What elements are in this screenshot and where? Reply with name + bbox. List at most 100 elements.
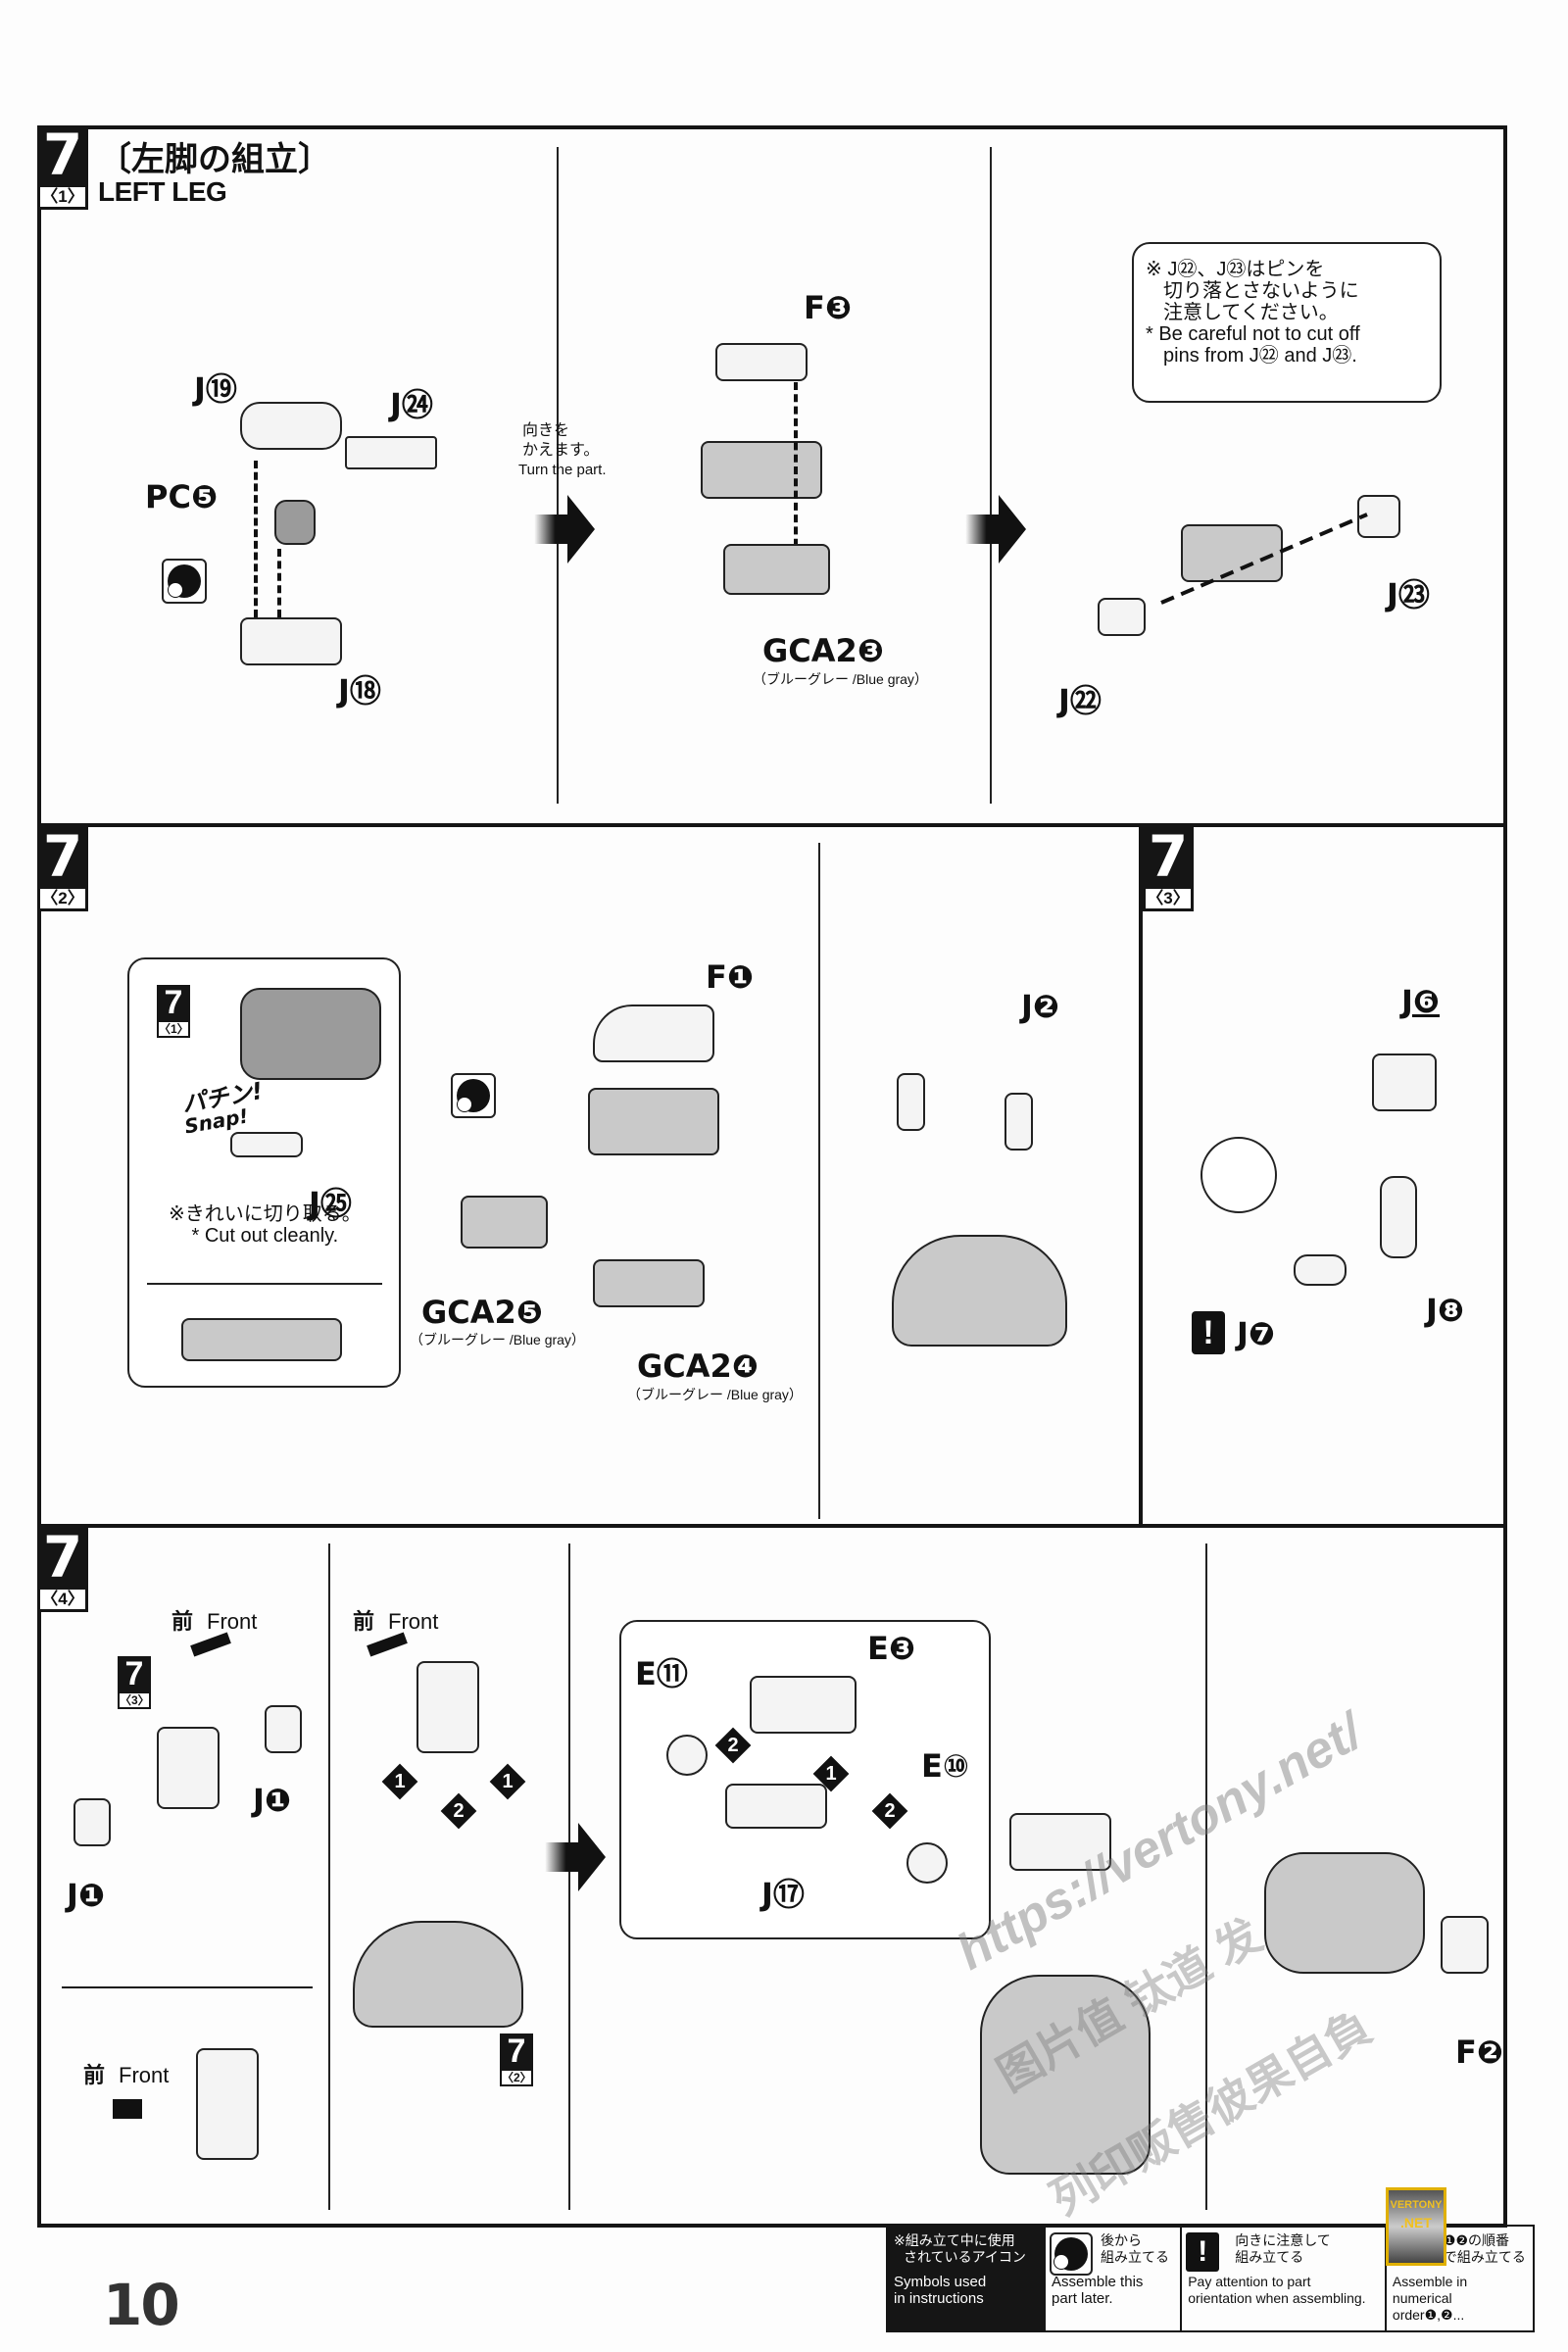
- part-j25: [230, 1132, 303, 1157]
- legend-header-jp2: されているアイコン: [904, 2249, 1026, 2265]
- part-label-e3: E❸: [867, 1630, 915, 1667]
- part-label-j23: J㉓: [1387, 576, 1430, 613]
- part-f3: [715, 343, 808, 381]
- caution-en-line2: pins from J㉒ and J㉓.: [1163, 345, 1357, 367]
- part-label-j18: J⑱: [338, 672, 381, 710]
- panel4-divider-a: [328, 1544, 330, 2210]
- cut-note-en: * Cut out cleanly.: [191, 1225, 339, 1247]
- part-label-gca2-4: GCA2❹: [637, 1348, 759, 1385]
- panel4-divider-c: [1205, 1544, 1207, 2210]
- double-arrow-guide: [1160, 513, 1368, 605]
- vertony-logo: VERTONY .NET: [1386, 2187, 1446, 2266]
- part-gca2-5: [461, 1196, 548, 1249]
- substep-number: 〈3〉: [1143, 886, 1194, 911]
- part-j17: [725, 1784, 827, 1829]
- assembly-subunit: [588, 1088, 719, 1155]
- part-f1: [593, 1004, 714, 1062]
- order-mark-1: 1: [812, 1755, 850, 1792]
- legend-order-en2: order❶,❷...: [1392, 2307, 1465, 2323]
- legend-header: ※組み立て中に使用 されているアイコン Symbols used in inst…: [888, 2227, 1047, 2330]
- knee-joint-assembly: [416, 1661, 479, 1753]
- symbols-legend: ※組み立て中に使用 されているアイコン Symbols used in inst…: [886, 2225, 1535, 2332]
- legend-orient-jp2: 組み立てる: [1235, 2249, 1304, 2265]
- legend-later-jp2: 組み立てる: [1101, 2249, 1170, 2265]
- part-j18: [240, 617, 342, 665]
- front-label-jp: 前: [353, 1609, 375, 1634]
- leg-lower-shell: [892, 1235, 1067, 1347]
- part-f2: [1441, 1916, 1489, 1974]
- order-mark-2: 2: [440, 1792, 477, 1830]
- part-label-f3: F❸: [804, 289, 852, 326]
- substep-number: 〈4〉: [37, 1587, 88, 1612]
- part-label-j7: J❼: [1237, 1315, 1275, 1352]
- part-gca2-3: [723, 544, 830, 595]
- order-mark-2: 2: [714, 1727, 752, 1764]
- part-label-j6: J❻: [1401, 983, 1440, 1020]
- detail-magnifier: [1200, 1137, 1277, 1213]
- assembly-guide-line: [254, 461, 258, 617]
- front-label-en: Front: [207, 1609, 258, 1634]
- turn-arrow-icon: [545, 1823, 606, 1891]
- ref-substep: 〈2〉: [500, 2069, 533, 2086]
- assembly-subunit: [701, 441, 822, 499]
- front-direction-label: 前 Front: [353, 1604, 438, 1636]
- part-label-e10: E⑩: [921, 1747, 969, 1785]
- ankle-unit: [1009, 1813, 1111, 1871]
- page-number: 10: [103, 2272, 180, 2338]
- instruction-frame: [37, 125, 1507, 2228]
- part-label-j17: J⑰: [761, 1876, 805, 1913]
- legend-header-jp1: ※組み立て中に使用: [894, 2232, 1015, 2248]
- part-label-j25: J㉕: [309, 1185, 352, 1222]
- front-label-en: Front: [388, 1609, 439, 1634]
- assembly-guide-line: [277, 549, 281, 617]
- step-badge-7-4: 7 〈4〉: [37, 1528, 88, 1612]
- step-badge-7-3: 7 〈3〉: [1143, 827, 1194, 911]
- section-title-jp: 〔左脚の組立〕: [98, 141, 331, 178]
- turn-note-jp: 向きを かえます。 Turn the part.: [518, 421, 607, 480]
- ankle-detail-callout: [619, 1620, 991, 1939]
- part-j2-b: [1004, 1093, 1033, 1151]
- legend-later-en1: Assemble this: [1052, 2274, 1144, 2290]
- panel4-sub-divider: [62, 1986, 313, 1988]
- assemble-later-icon: [451, 1073, 496, 1118]
- front-label-jp: 前: [83, 2063, 106, 2087]
- knee-assembly-front-view: [196, 2048, 259, 2160]
- ref-step: 7: [164, 984, 183, 1021]
- turn-note-jp-line1: 向きを: [522, 422, 570, 439]
- turn-arrow-icon: [965, 495, 1026, 564]
- part-label-gca2-5: GCA2❺: [421, 1294, 543, 1331]
- part-label-j19: J⑲: [194, 370, 237, 408]
- part-label-f1: F❶: [706, 958, 754, 996]
- caution-jp-line1: ※ J㉒、J㉓はピンを: [1146, 259, 1325, 280]
- row-divider-1: [37, 823, 1507, 827]
- cut-note-jp: ※きれいに切り取る。: [169, 1203, 362, 1225]
- substep-number: 〈1〉: [37, 184, 88, 210]
- part-label-j8: J❽: [1426, 1292, 1464, 1329]
- part-e10: [906, 1842, 948, 1884]
- ref-substep: 〈3〉: [118, 1691, 151, 1709]
- ref-substep: 〈1〉: [157, 1020, 190, 1038]
- part-j22: [1098, 598, 1146, 636]
- order-mark-1-right: 1: [489, 1763, 526, 1800]
- panel1-divider-a: [557, 147, 559, 804]
- part-label-pc5: PC❺: [145, 478, 219, 515]
- section-title-en: LEFT LEG: [98, 176, 227, 207]
- part-label-j24: J㉔: [390, 386, 433, 423]
- panel4-divider-b: [568, 1544, 570, 2210]
- knee-joint-assembly: [157, 1727, 220, 1809]
- legend-order-en1: Assemble in numerical: [1392, 2274, 1468, 2306]
- ref-step: 7: [507, 2033, 526, 2070]
- part-gca2-4: [593, 1259, 705, 1307]
- assemble-later-icon: [162, 559, 207, 604]
- ref-step: 7: [124, 1655, 144, 1692]
- turn-note-en: Turn the part.: [518, 462, 607, 478]
- panel2-divider: [818, 843, 820, 1519]
- orientation-warning-icon: !: [1186, 2232, 1220, 2272]
- legend-later-jp1: 後から: [1101, 2232, 1143, 2248]
- step-number: 7: [1148, 823, 1189, 890]
- panel2-3-border: [1139, 827, 1143, 1525]
- part-j23: [1357, 495, 1400, 538]
- part-j6: [1372, 1054, 1437, 1111]
